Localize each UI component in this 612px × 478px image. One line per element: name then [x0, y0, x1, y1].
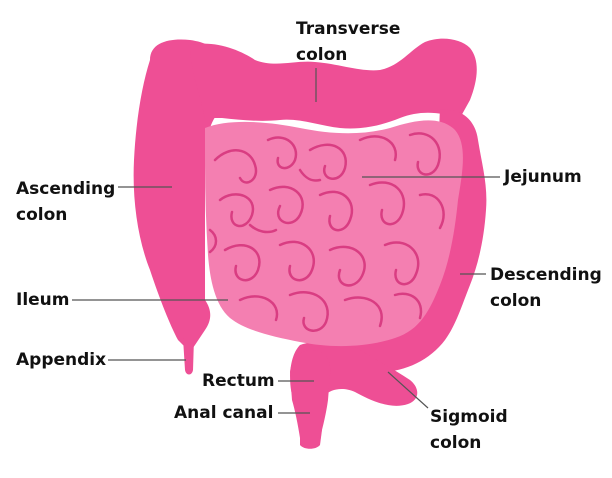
label-ascending-colon: Ascending colon	[16, 176, 115, 228]
label-anal-canal-line1: Anal canal	[174, 403, 274, 423]
appendix-shape	[183, 338, 194, 375]
label-ileum-line1: Ileum	[16, 290, 70, 310]
label-descending-colon: Descending colon	[490, 262, 602, 314]
transverse-colon-shape	[190, 38, 477, 129]
leader-lines	[72, 68, 500, 414]
label-rectum: Rectum	[202, 368, 275, 394]
label-descending-colon-line2: colon	[490, 291, 542, 311]
rectum-shape	[290, 350, 331, 438]
label-ileum: Ileum	[16, 287, 70, 313]
ascending-colon-shape	[133, 39, 222, 353]
label-jejunum: Jejunum	[504, 164, 582, 190]
label-jejunum-line1: Jejunum	[504, 167, 582, 187]
leader-sigmoid-colon	[387, 371, 429, 409]
label-sigmoid-colon: Sigmoid colon	[430, 404, 508, 456]
label-anal-canal: Anal canal	[174, 400, 273, 426]
label-transverse-colon-line2: colon	[296, 45, 348, 65]
small-intestine	[205, 120, 463, 347]
label-appendix: Appendix	[16, 347, 106, 373]
small-intestine-shape	[205, 120, 463, 347]
label-transverse-colon: Transverse colon	[296, 16, 400, 68]
label-rectum-line1: Rectum	[202, 371, 275, 391]
label-descending-colon-line1: Descending	[490, 265, 602, 285]
label-sigmoid-colon-line2: colon	[430, 433, 482, 453]
label-appendix-line1: Appendix	[16, 350, 107, 370]
label-ascending-colon-line2: colon	[16, 205, 68, 225]
label-ascending-colon-line1: Ascending	[16, 179, 116, 199]
small-intestine-coils	[208, 132, 445, 332]
label-sigmoid-colon-line1: Sigmoid	[430, 407, 508, 427]
label-transverse-colon-line1: Transverse	[296, 19, 401, 39]
anal-canal-shape	[300, 430, 322, 449]
